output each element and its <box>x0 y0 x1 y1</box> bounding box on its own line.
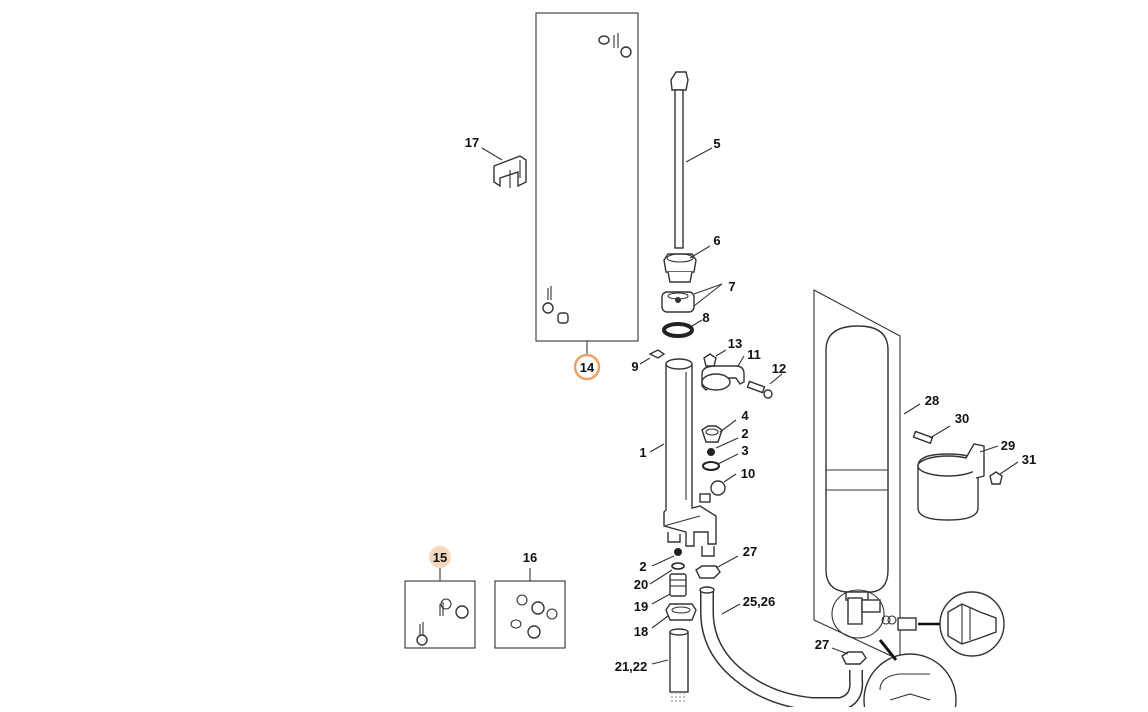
screw-part-9[interactable] <box>648 349 666 359</box>
callout-3[interactable]: 3 <box>741 443 748 458</box>
kit-14-frame[interactable] <box>535 12 639 342</box>
kit-15-box[interactable] <box>404 580 476 649</box>
clip-part-17[interactable] <box>493 155 527 188</box>
oring-part-8[interactable] <box>662 322 694 338</box>
hose-clamp-part-27-lower[interactable] <box>841 651 867 665</box>
kit-16-box[interactable] <box>494 580 566 649</box>
connector-part-19[interactable] <box>669 573 687 597</box>
hose-part-25-26[interactable] <box>699 586 864 711</box>
clamp-part-18[interactable] <box>665 603 697 621</box>
bracket-part-11[interactable] <box>701 365 745 391</box>
callout-11[interactable]: 11 <box>747 347 761 362</box>
bolt-part-30[interactable] <box>912 430 934 445</box>
callout-31[interactable]: 31 <box>1022 452 1036 467</box>
callout-25-26[interactable]: 25,26 <box>743 594 776 609</box>
callout-14[interactable]: 14 <box>580 360 595 375</box>
callout-27-lower[interactable]: 27 <box>815 637 829 652</box>
cylinder-part-1[interactable] <box>663 358 717 557</box>
callout-19[interactable]: 19 <box>634 599 648 614</box>
ball-part-2-lower[interactable] <box>674 548 682 556</box>
ball-part-2-upper[interactable] <box>707 448 715 456</box>
nut-part-6[interactable] <box>663 253 697 283</box>
detail-circle-lower <box>863 639 957 712</box>
nut-part-31[interactable] <box>989 471 1003 485</box>
callout-17[interactable]: 17 <box>465 135 479 150</box>
callout-30[interactable]: 30 <box>955 411 969 426</box>
tank-part-28[interactable] <box>813 289 917 661</box>
callout-15[interactable]: 15 <box>433 550 447 565</box>
callout-8[interactable]: 8 <box>702 310 709 325</box>
callout-20[interactable]: 20 <box>634 577 648 592</box>
fitting-part-4[interactable] <box>701 425 723 443</box>
tube-part-21-22[interactable] <box>669 628 689 704</box>
callout-18[interactable]: 18 <box>634 624 648 639</box>
callout-2-lower[interactable]: 2 <box>639 559 646 574</box>
callout-6[interactable]: 6 <box>713 233 720 248</box>
callout-13[interactable]: 13 <box>728 336 742 351</box>
callout-7[interactable]: 7 <box>728 279 735 294</box>
callout-2-upper[interactable]: 2 <box>741 426 748 441</box>
callout-1[interactable]: 1 <box>639 445 646 460</box>
rod-part-5[interactable] <box>670 71 689 249</box>
ring-part-20[interactable] <box>671 562 685 570</box>
callout-16[interactable]: 16 <box>523 550 537 565</box>
callout-21-22[interactable]: 21,22 <box>615 659 648 674</box>
detail-circle-connector <box>918 591 1005 657</box>
callout-10[interactable]: 10 <box>741 466 755 481</box>
hose-clamp-part-27-upper[interactable] <box>695 565 721 579</box>
callout-9[interactable]: 9 <box>631 359 638 374</box>
callout-29[interactable]: 29 <box>1001 438 1015 453</box>
callout-12[interactable]: 12 <box>772 361 786 376</box>
nut-part-13[interactable] <box>703 353 717 367</box>
callout-14-highlight[interactable] <box>573 353 601 381</box>
callout-15-highlight[interactable] <box>429 546 451 568</box>
callout-4[interactable]: 4 <box>741 408 749 423</box>
plug-part-10[interactable] <box>699 480 726 503</box>
bolt-part-12[interactable] <box>746 380 773 399</box>
ring-part-3[interactable] <box>702 461 720 471</box>
callout-27-upper[interactable]: 27 <box>743 544 757 559</box>
callout-5[interactable]: 5 <box>713 136 720 151</box>
callout-28[interactable]: 28 <box>925 393 939 408</box>
seal-part-7[interactable] <box>661 291 695 313</box>
strap-part-29[interactable] <box>917 443 985 521</box>
